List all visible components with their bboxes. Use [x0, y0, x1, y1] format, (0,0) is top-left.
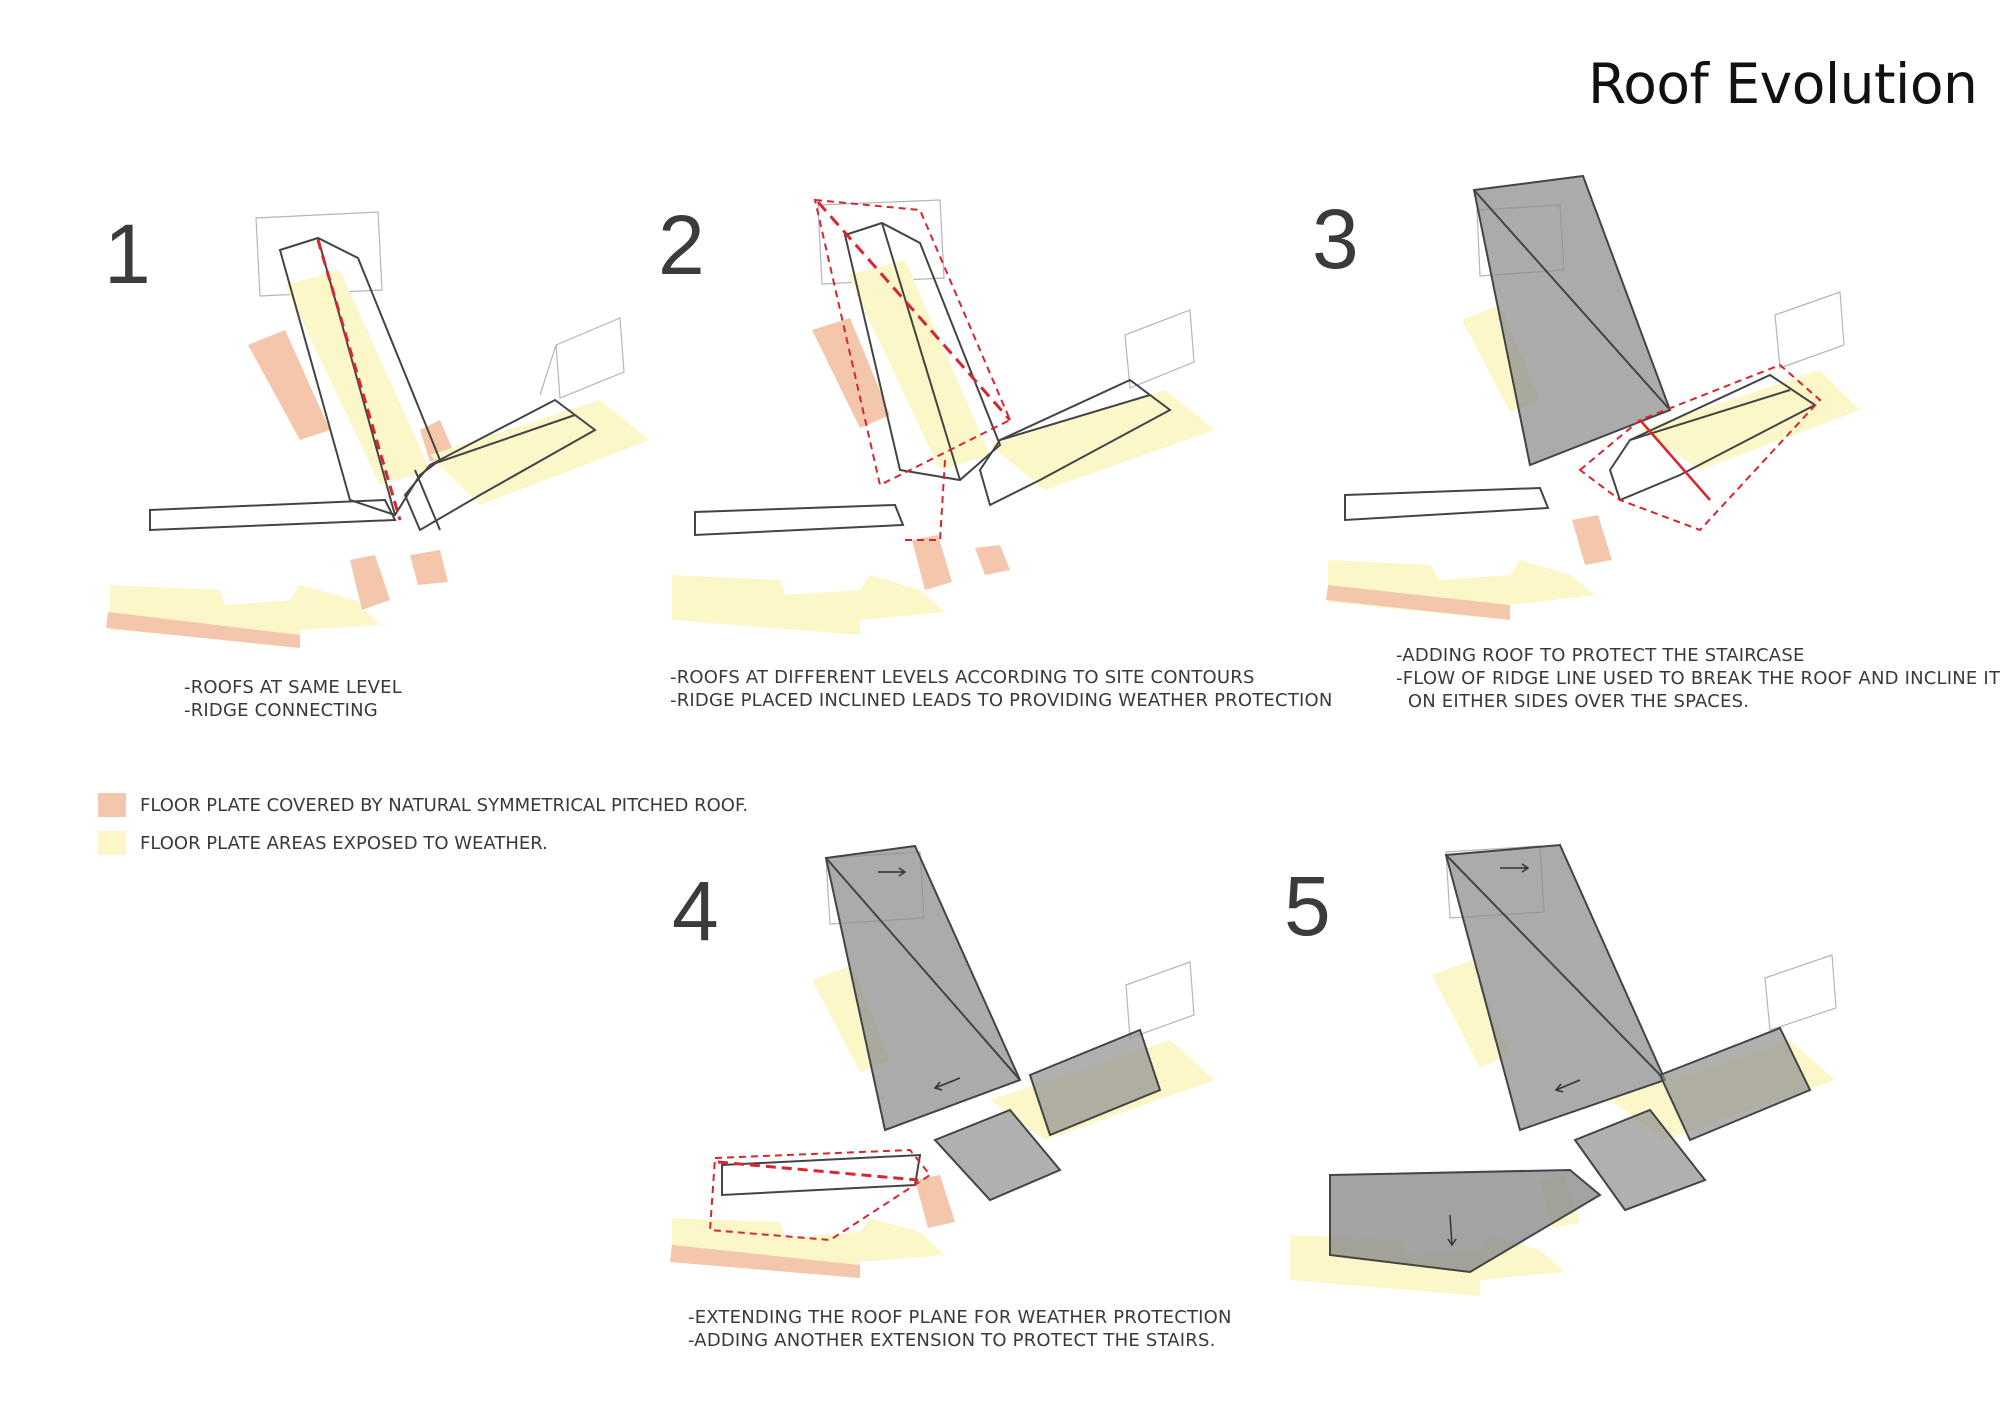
step-4-note-2: -ADDING ANOTHER EXTENSION TO PROTECT THE… — [688, 1330, 1216, 1351]
building-outlines-1 — [149, 236, 597, 532]
floor-covered-small — [410, 550, 448, 585]
step-number-1: 1 — [104, 207, 151, 301]
ridge-lines-1 — [316, 239, 402, 521]
step-1-note-1: -ROOFS AT SAME LEVEL — [184, 677, 402, 698]
step-3-notes: -ADDING ROOF TO PROTECT THE STAIRCASE-FL… — [1396, 644, 2000, 713]
step-3-note-3: ON EITHER SIDES OVER THE SPACES. — [1396, 691, 1750, 712]
legend-swatch-covered — [98, 793, 126, 817]
step-1-note-2: -RIDGE CONNECTING — [184, 700, 378, 721]
stair-roof-plane — [1573, 1108, 1707, 1212]
legend-label-exposed: FLOOR PLATE AREAS EXPOSED TO WEATHER. — [140, 832, 548, 854]
step-number-5: 5 — [1284, 859, 1331, 953]
roof-planes-5 — [1329, 843, 1812, 1274]
slope-arrows-4 — [878, 867, 961, 1091]
legend-item-exposed: FLOOR PLATE AREAS EXPOSED TO WEATHER. — [98, 830, 548, 856]
step-2-notes: -ROOFS AT DIFFERENT LEVELS ACCORDING TO … — [670, 666, 1333, 712]
legend-swatch-exposed — [98, 831, 126, 855]
tower-roof-outline — [278, 236, 442, 517]
roof-planes-4 — [824, 844, 1162, 1202]
step-number-2: 2 — [658, 198, 705, 292]
site-context-2 — [817, 199, 1195, 389]
legend-item-covered: FLOOR PLATE COVERED BY NATURAL SYMMETRIC… — [98, 792, 748, 818]
step-1-notes: -ROOFS AT SAME LEVEL-RIDGE CONNECTING — [184, 676, 402, 722]
floor-covered-left — [248, 330, 330, 440]
step-3-note-2: -FLOW OF RIDGE LINE USED TO BREAK THE RO… — [1396, 668, 2000, 689]
extension-roof-plane — [1329, 1168, 1602, 1274]
ridge-main-4 — [717, 1160, 919, 1182]
step-number-4: 4 — [672, 864, 719, 958]
ridge-main-2 — [816, 201, 1012, 421]
floor-covered-stair — [350, 555, 390, 610]
ridge-main-3 — [1639, 419, 1711, 501]
page-title: Roof Evolution — [1588, 52, 1978, 116]
floor-exposed-right — [430, 400, 650, 505]
step-4-notes: -EXTENDING THE ROOF PLANE FOR WEATHER PR… — [688, 1306, 1232, 1352]
step-2-note-2: -RIDGE PLACED INCLINED LEADS TO PROVIDIN… — [670, 690, 1333, 711]
ridge-lines-2 — [813, 198, 1012, 541]
roof-plane-3 — [1472, 174, 1672, 467]
step-4-note-1: -EXTENDING THE ROOF PLANE FOR WEATHER PR… — [688, 1307, 1232, 1328]
ridge-lines-4 — [708, 1148, 932, 1242]
site-context-1 — [255, 211, 625, 399]
floor-covered-bottom — [106, 612, 300, 648]
step-number-3: 3 — [1312, 192, 1359, 286]
floor-plates-3 — [1326, 305, 1860, 620]
building-outlines-2 — [694, 221, 1172, 537]
legend-label-covered: FLOOR PLATE COVERED BY NATURAL SYMMETRIC… — [140, 794, 749, 816]
slope-arrows-5 — [1447, 863, 1581, 1247]
wing-roof-plane — [1658, 1026, 1812, 1142]
step-3-note-1: -ADDING ROOF TO PROTECT THE STAIRCASE — [1396, 645, 1805, 666]
step-2-note-1: -ROOFS AT DIFFERENT LEVELS ACCORDING TO … — [670, 667, 1255, 688]
